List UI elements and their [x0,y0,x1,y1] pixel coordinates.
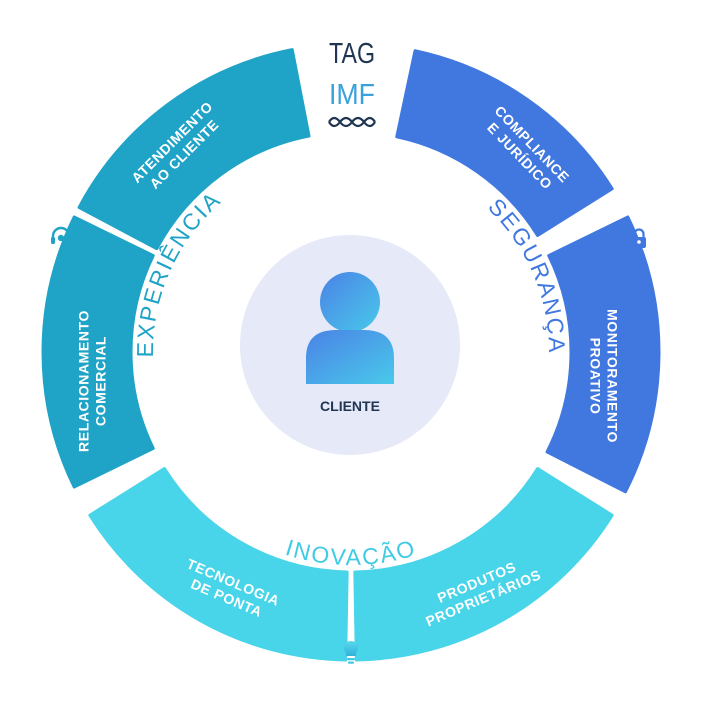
segment-label-line: PROATIVO [588,338,604,415]
client-center: CLIENTE [240,235,460,455]
lock-icon [632,228,646,248]
headset-icon [51,226,71,244]
category-label-inovacao: INOVAÇÃO [283,534,419,570]
segment-label-monitoramento: MONITORAMENTOPROATIVO [588,309,621,443]
client-label: CLIENTE [320,398,380,414]
segment-ring [41,48,661,662]
logo-line2: IMF [329,79,375,111]
lightbulb-icon [343,640,359,664]
segment-label-line: COMERCIAL [93,336,109,426]
segment-label-relacionamento: RELACIONAMENTOCOMERCIAL [76,310,109,452]
segment-relacionamento [41,215,155,489]
logo-line1: TAG [329,38,375,70]
user-icon [306,272,394,384]
segment-compliance [395,49,614,237]
tag-imf-logo: TAG IMF [328,38,376,128]
segment-monitoramento [545,215,661,494]
segment-label-line: RELACIONAMENTO [76,310,92,452]
segment-produtos [353,467,614,662]
segment-tecnologia [88,467,349,662]
segment-atendimento [77,48,311,251]
segment-label-line: MONITORAMENTO [605,309,621,443]
